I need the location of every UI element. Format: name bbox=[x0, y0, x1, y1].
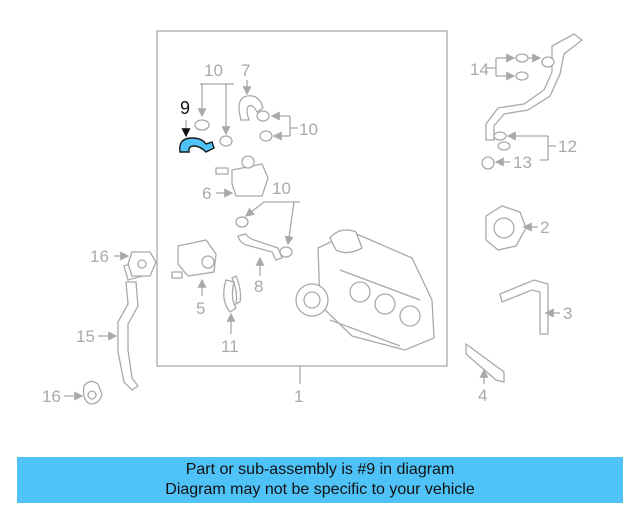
hose-7 bbox=[238, 95, 264, 121]
hose-8-with-clamps bbox=[235, 216, 293, 261]
callout-3: 3 bbox=[563, 304, 572, 323]
gaskets-14 bbox=[515, 53, 529, 81]
callout-2: 2 bbox=[540, 218, 549, 237]
callout-13: 13 bbox=[513, 153, 532, 172]
callout-4: 4 bbox=[478, 386, 487, 405]
callout-8: 8 bbox=[254, 277, 263, 296]
leader-lines bbox=[64, 53, 560, 401]
hose-9-highlighted bbox=[179, 137, 215, 153]
callout-11: 11 bbox=[221, 337, 239, 356]
pipe-15 bbox=[117, 261, 143, 391]
actuator-6 bbox=[215, 155, 269, 197]
callout-10-middle: 10 bbox=[272, 179, 291, 198]
callout-10-top: 10 bbox=[204, 61, 223, 80]
callout-5: 5 bbox=[196, 299, 205, 318]
callout-9: 9 bbox=[180, 98, 190, 118]
banner-line-1: Part or sub-assembly is #9 in diagram bbox=[185, 461, 455, 478]
gasket-16-top bbox=[127, 251, 157, 277]
valve-5 bbox=[171, 239, 217, 279]
callout-1: 1 bbox=[294, 387, 303, 406]
callout-12: 12 bbox=[558, 137, 577, 156]
callout-15: 15 bbox=[76, 327, 95, 346]
callout-14: 14 bbox=[470, 60, 489, 79]
fittings-13 bbox=[481, 131, 511, 170]
info-banner: Part or sub-assembly is #9 in diagram Di… bbox=[17, 457, 623, 503]
callout-6: 6 bbox=[202, 184, 211, 203]
hose-11 bbox=[223, 275, 242, 313]
hose-clamps-top bbox=[194, 110, 273, 147]
turbocharger-manifold bbox=[295, 229, 435, 351]
gasket-16-bottom bbox=[82, 380, 103, 405]
callout-7: 7 bbox=[241, 61, 250, 80]
assembly-frame bbox=[156, 30, 448, 367]
callout-10-right: 10 bbox=[299, 120, 318, 139]
gasket-2 bbox=[485, 205, 527, 251]
callout-16-bottom: 16 bbox=[42, 387, 61, 406]
callout-16-top: 16 bbox=[90, 247, 109, 266]
banner-line-2: Diagram may not be specific to your vehi… bbox=[165, 481, 475, 498]
pipe-12 bbox=[485, 33, 584, 141]
bracket-3 bbox=[499, 279, 549, 335]
bracket-4 bbox=[465, 342, 505, 383]
